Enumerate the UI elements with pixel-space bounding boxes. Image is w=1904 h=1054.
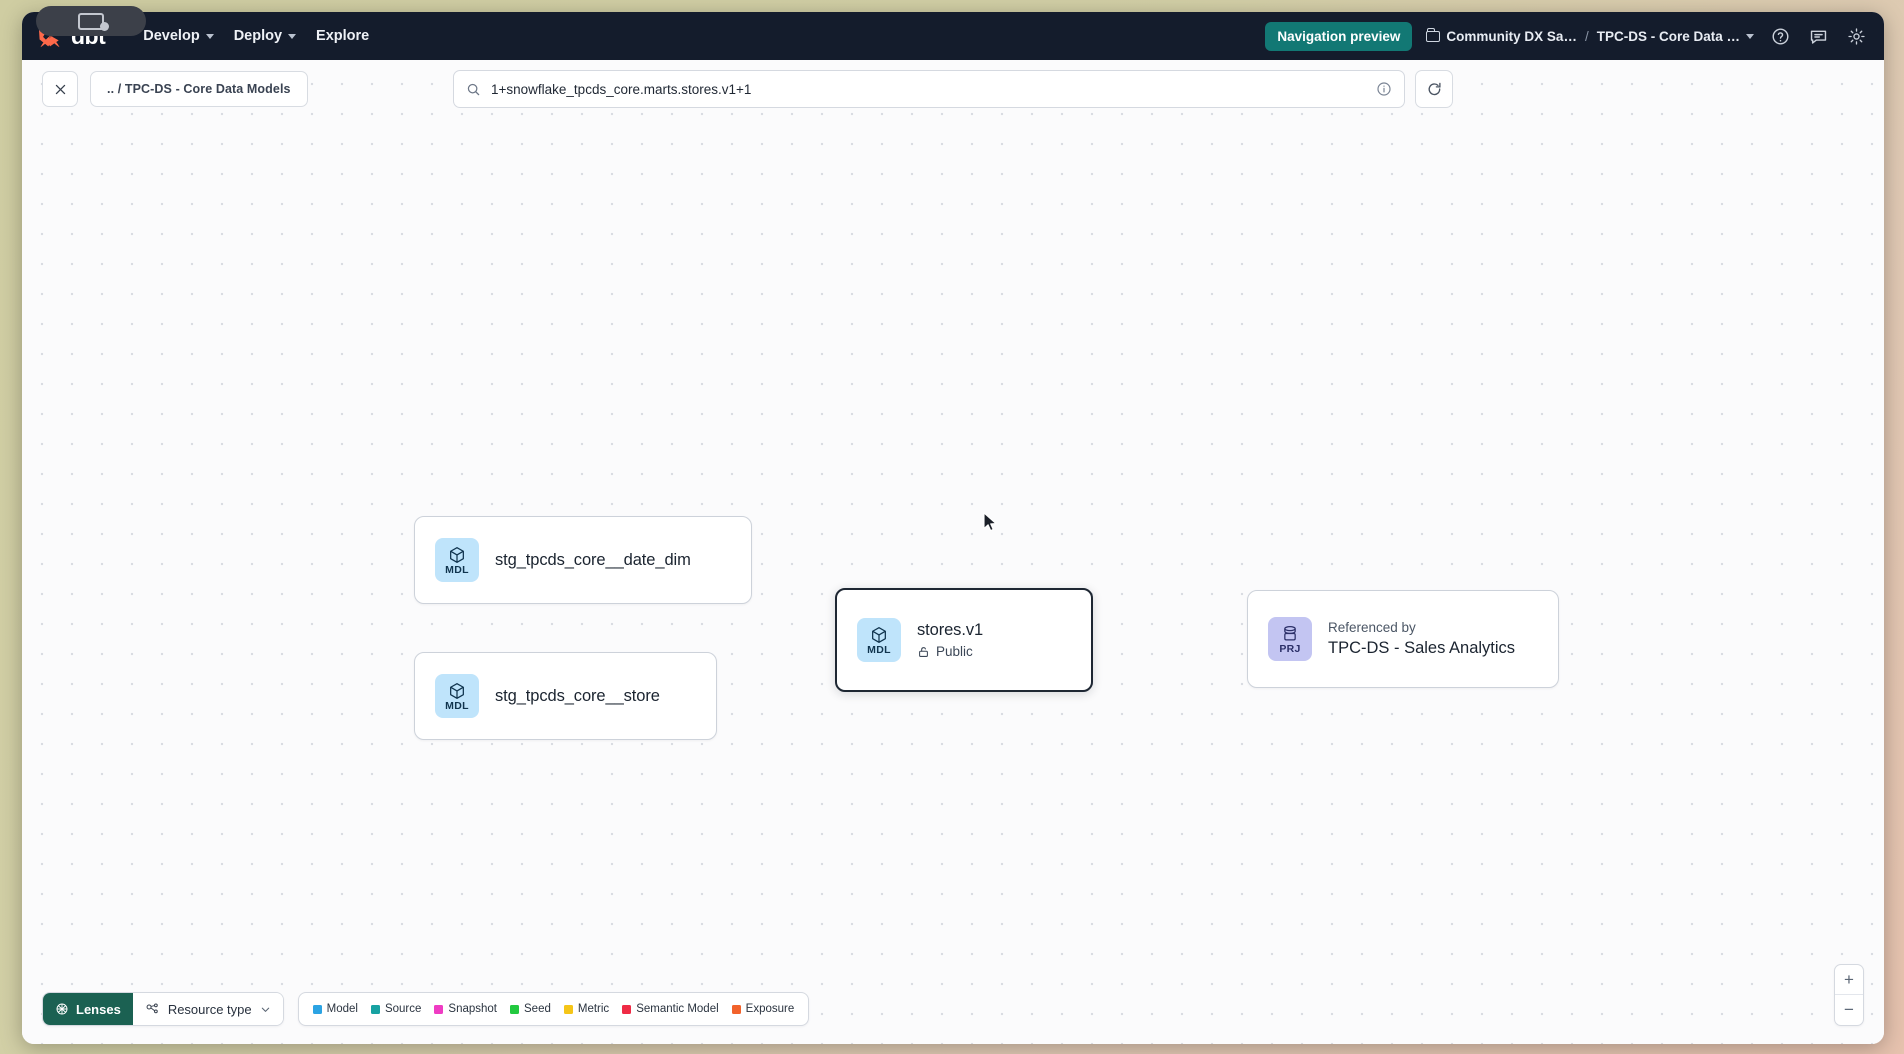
lineage-search-area: 1+snowflake_tpcds_core.marts.stores.v1+1 (453, 70, 1453, 108)
nav-item-develop-label: Develop (143, 28, 200, 44)
chevron-down-icon (1746, 33, 1754, 39)
explore-toolbar: .. / TPC-DS - Core Data Models 1+snowfla… (22, 60, 1884, 118)
resource-type-legend: Model Source Snapshot Seed (297, 992, 810, 1026)
status-badge: Public (917, 644, 983, 659)
breadcrumb-separator: / (1584, 28, 1589, 44)
navigation-preview-badge[interactable]: Navigation preview (1265, 21, 1413, 51)
cube-icon (872, 626, 886, 643)
legend-label: Exposure (745, 1003, 795, 1015)
resource-badge-model: MDL (435, 538, 479, 582)
lineage-canvas[interactable]: .. / TPC-DS - Core Data Models 1+snowfla… (22, 60, 1884, 1044)
info-circle-icon[interactable] (1376, 81, 1392, 97)
lineage-node-text-block: stores.v1 Public (917, 621, 983, 659)
lineage-node-title: stg_tpcds_core__store (495, 686, 660, 705)
resource-badge-label: MDL (867, 643, 891, 656)
legend-label: Source (384, 1003, 422, 1015)
project-icon (1284, 625, 1296, 640)
legend-item-exposure: Exposure (731, 1003, 795, 1015)
nav-item-explore-label: Explore (316, 28, 370, 44)
lens-control-group: Lenses Resource type (42, 992, 284, 1026)
help-circle-icon[interactable] (1768, 24, 1792, 48)
legend-item-metric: Metric (563, 1003, 610, 1015)
legend-label: Snapshot (448, 1003, 498, 1015)
legend-item-source: Source (370, 1003, 422, 1015)
chevron-down-icon (261, 1007, 269, 1012)
legend-swatch (510, 1004, 520, 1014)
top-navigation-right: Navigation preview Community DX Sa… / TP… (1265, 21, 1868, 51)
app-window: dbt Develop Deploy Explore Navigation pr… (22, 12, 1884, 1044)
refresh-icon[interactable] (1415, 70, 1453, 108)
resource-badge-label: MDL (445, 699, 469, 712)
lineage-node-referenced-by-project[interactable]: PRJ Referenced by TPC-DS - Sales Analyti… (1247, 590, 1559, 688)
lineage-node-stores-v1[interactable]: MDL stores.v1 Public (835, 588, 1093, 692)
resource-badge-project: PRJ (1268, 617, 1312, 661)
project-breadcrumb-chip[interactable]: .. / TPC-DS - Core Data Models (90, 71, 308, 107)
search-input-value: 1+snowflake_tpcds_core.marts.stores.v1+1 (491, 81, 752, 97)
legend-item-model: Model (312, 1003, 358, 1015)
legend-swatch (434, 1004, 444, 1014)
mouse-cursor (983, 512, 997, 532)
window-glyph-icon (78, 12, 109, 31)
nav-item-explore[interactable]: Explore (306, 22, 379, 50)
zoom-controls: + − (1834, 964, 1864, 1026)
lineage-node-text-block: Referenced by TPC-DS - Sales Analytics (1328, 620, 1515, 658)
legend-swatch (622, 1004, 632, 1014)
resource-type-label: Resource type (167, 1001, 252, 1017)
breadcrumb-account-label: Community DX Sa… (1446, 28, 1577, 44)
chevron-down-icon (288, 33, 297, 39)
nav-item-develop[interactable]: Develop (133, 22, 223, 50)
gear-icon[interactable] (1844, 24, 1868, 48)
search-icon (467, 83, 480, 95)
top-navigation-bar: dbt Develop Deploy Explore Navigation pr… (22, 12, 1884, 60)
lineage-node-title: stg_tpcds_core__date_dim (495, 550, 691, 569)
zoom-out-button[interactable]: − (1844, 1000, 1854, 1019)
legend-swatch (370, 1004, 380, 1014)
resource-badge-label: MDL (445, 563, 469, 576)
nav-item-deploy[interactable]: Deploy (224, 22, 306, 50)
legend-label: Model (326, 1003, 358, 1015)
lenses-button-label: Lenses (76, 1001, 121, 1017)
nav-item-deploy-label: Deploy (233, 28, 283, 44)
search-input[interactable]: 1+snowflake_tpcds_core.marts.stores.v1+1 (453, 70, 1405, 108)
breadcrumb-project[interactable]: TPC-DS - Core Data … (1597, 29, 1754, 44)
lenses-button[interactable]: Lenses (43, 993, 133, 1025)
chevron-down-icon (205, 33, 214, 39)
cube-icon (450, 682, 464, 699)
zoom-in-button[interactable]: + (1835, 965, 1863, 995)
canvas-bottom-controls: Lenses Resource type (42, 992, 810, 1026)
legend-swatch (563, 1004, 573, 1014)
legend-label: Metric (577, 1003, 610, 1015)
legend-item-seed: Seed (510, 1003, 551, 1015)
legend-swatch (731, 1004, 741, 1014)
resource-badge-model: MDL (435, 674, 479, 718)
resource-badge-model: MDL (857, 618, 901, 662)
breadcrumb: Community DX Sa… / TPC-DS - Core Data … (1426, 27, 1754, 44)
folder-icon (1426, 27, 1441, 42)
breadcrumb-account[interactable]: Community DX Sa… (1426, 27, 1577, 44)
legend-label: Semantic Model (636, 1003, 719, 1015)
lineage-node-kicker: Referenced by (1328, 620, 1416, 635)
lens-icon (56, 1003, 68, 1015)
resource-badge-label: PRJ (1279, 642, 1301, 655)
unlock-icon (919, 646, 928, 657)
browser-overlay-pill (36, 6, 146, 36)
nodes-icon (146, 1003, 158, 1013)
lineage-node-stg-date-dim[interactable]: MDL stg_tpcds_core__date_dim (414, 516, 752, 604)
legend-label: Seed (524, 1003, 551, 1015)
resource-type-dropdown[interactable]: Resource type (132, 993, 283, 1025)
close-icon[interactable] (42, 71, 78, 107)
lineage-node-title: stores.v1 (917, 621, 984, 639)
lineage-node-stg-store[interactable]: MDL stg_tpcds_core__store (414, 652, 717, 740)
cube-icon (450, 546, 464, 563)
lineage-node-title: TPC-DS - Sales Analytics (1328, 639, 1516, 657)
feedback-icon[interactable] (1806, 24, 1830, 48)
legend-swatch (312, 1004, 322, 1014)
legend-item-snapshot: Snapshot (434, 1003, 497, 1015)
breadcrumb-project-label: TPC-DS - Core Data … (1596, 28, 1740, 44)
legend-item-semantic-model: Semantic Model (622, 1003, 719, 1015)
access-label: Public (936, 644, 973, 659)
